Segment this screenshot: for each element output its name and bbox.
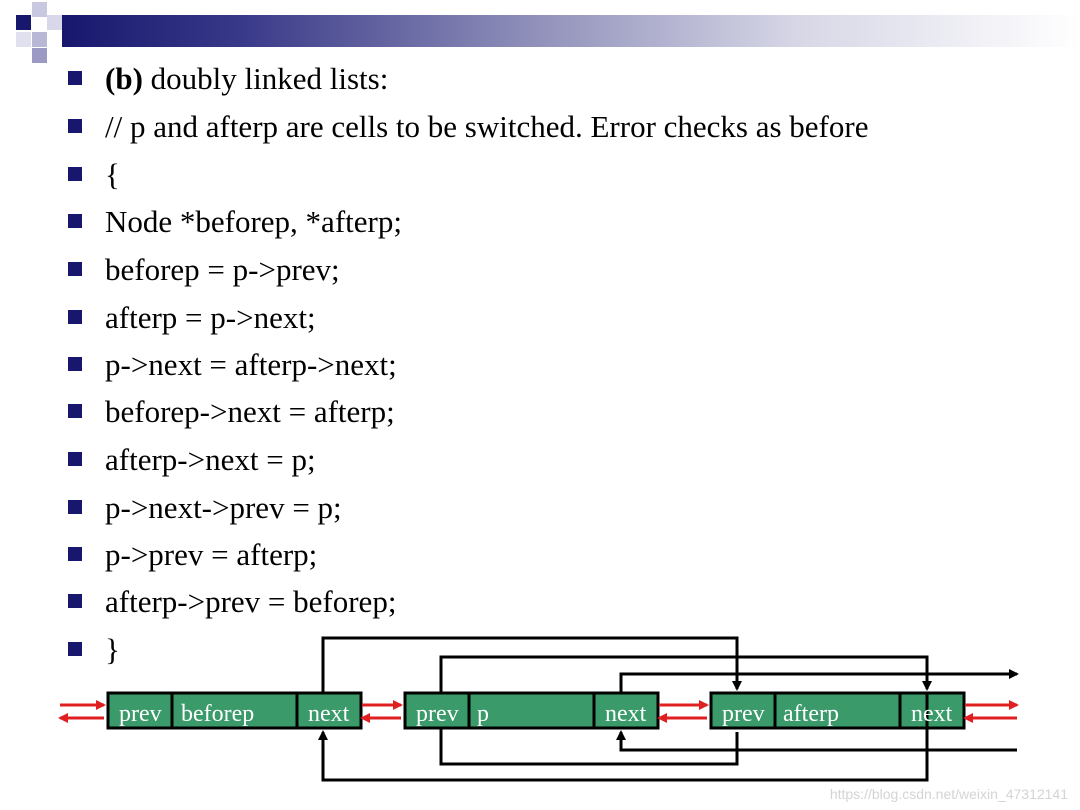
bullet-square-icon: [68, 500, 82, 514]
node-afterp-next-label: next: [911, 701, 953, 727]
bullet-text: {: [105, 157, 120, 192]
header-gradient-bar: [62, 15, 1080, 47]
node-beforep: [106, 691, 363, 730]
bullet-item: (b) doubly linked lists:: [0, 63, 1080, 103]
header-square-light: [16, 32, 31, 47]
bullet-text: beforep->next = afterp;: [105, 394, 395, 429]
bullet-item: afterp->next = p;: [0, 444, 1080, 484]
bullet-item: afterp = p->next;: [0, 302, 1080, 342]
bullet-square-icon: [68, 119, 82, 133]
node-p-next-label: next: [605, 701, 647, 727]
bullet-item: p->next->prev = p;: [0, 492, 1080, 532]
bullet-item: p->prev = afterp;: [0, 539, 1080, 579]
bullet-list: (b) doubly linked lists: // p and afterp…: [0, 63, 1080, 674]
bullet-square-icon: [68, 452, 82, 466]
bullet-item: p->next = afterp->next;: [0, 349, 1080, 389]
bullet-text: // p and afterp are cells to be switched…: [105, 109, 869, 144]
bullet-item: afterp->prev = beforep;: [0, 586, 1080, 626]
header-square-light: [47, 15, 62, 30]
bullet-text: afterp = p->next;: [105, 300, 316, 335]
node-beforep-name-label: beforep: [181, 701, 255, 727]
bullet-item: // p and afterp are cells to be switched…: [0, 111, 1080, 151]
bullet-square-icon: [68, 594, 82, 608]
bullet-item: }: [0, 634, 1080, 674]
bullet-item: {: [0, 159, 1080, 199]
bullet-text: afterp->next = p;: [105, 442, 316, 477]
node-p-prev-label: prev: [416, 701, 459, 727]
node-p-name-label: p: [477, 701, 489, 727]
node-afterp: [709, 691, 966, 730]
node-afterp-prev-label: prev: [722, 701, 765, 727]
red-arrows: [58, 700, 1019, 723]
black-link-arrows: [318, 636, 1019, 782]
header-square-light: [32, 2, 47, 17]
bullet-text: }: [105, 632, 120, 667]
node-beforep-next-label: next: [308, 701, 350, 727]
bullet-text: (b) doubly linked lists:: [105, 61, 389, 96]
watermark-text: https://blog.csdn.net/weixin_47312141: [829, 786, 1068, 802]
node-beforep-prev-label: prev: [119, 701, 162, 727]
bullet-square-icon: [68, 547, 82, 561]
bullet-text: p->next->prev = p;: [105, 490, 342, 525]
bullet-square-icon: [68, 167, 82, 181]
bullet-square-icon: [68, 71, 82, 85]
bullet-item: beforep->next = afterp;: [0, 396, 1080, 436]
bullet-item: Node *beforep, *afterp;: [0, 206, 1080, 246]
bullet-item: beforep = p->prev;: [0, 254, 1080, 294]
header-square-light: [32, 32, 47, 47]
bullet-text: p->next = afterp->next;: [105, 347, 397, 382]
bullet-square-icon: [68, 642, 82, 656]
bullet-square-icon: [68, 404, 82, 418]
node-p: [403, 691, 660, 730]
bullet-text: beforep = p->prev;: [105, 252, 340, 287]
header-square-mid: [32, 48, 47, 63]
bullet-square-icon: [68, 357, 82, 371]
bullet-text: afterp->prev = beforep;: [105, 584, 397, 619]
diagram-svg: [58, 636, 1019, 782]
bullet-square-icon: [68, 310, 82, 324]
bullet-text: Node *beforep, *afterp;: [105, 204, 402, 239]
bullet-text: p->prev = afterp;: [105, 537, 318, 572]
header-square-dark: [16, 15, 31, 30]
bullet-square-icon: [68, 214, 82, 228]
linked-list-diagram: prev beforep next prev p next prev after…: [0, 630, 1080, 810]
node-afterp-name-label: afterp: [783, 701, 839, 727]
bullet-square-icon: [68, 262, 82, 276]
